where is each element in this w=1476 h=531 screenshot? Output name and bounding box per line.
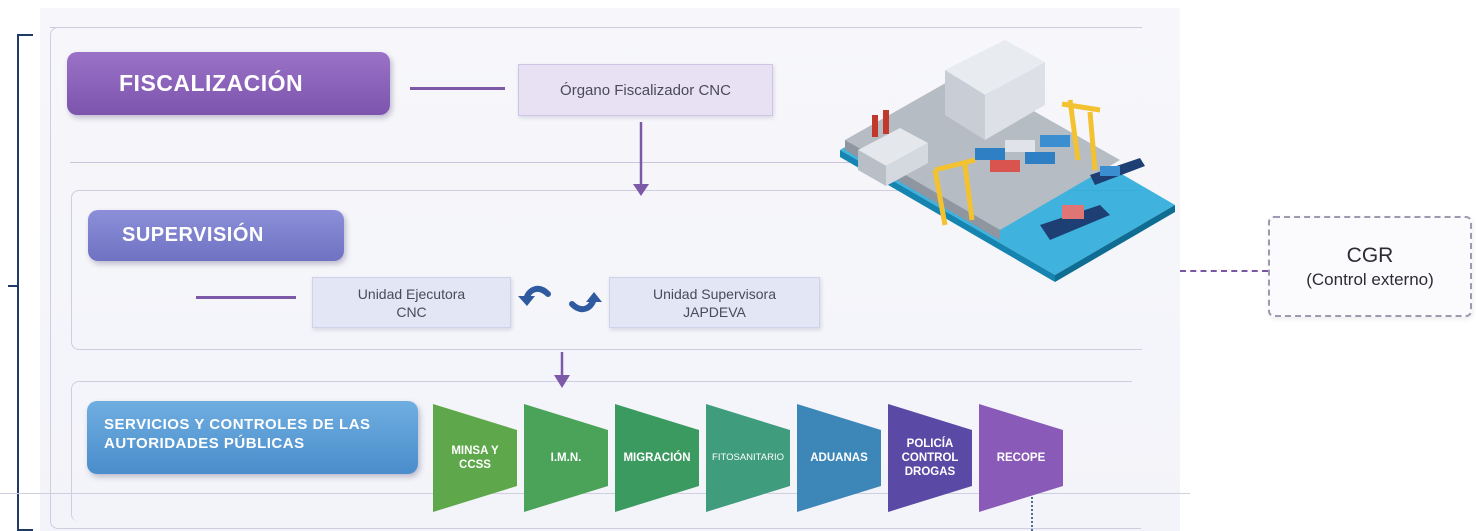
agency-chevron xyxy=(433,404,517,512)
unidad-supervisora-line1: Unidad Supervisora xyxy=(653,285,776,302)
arrow-fisc-to-sup xyxy=(633,122,649,196)
services-frame xyxy=(71,381,1132,522)
cgr-subtitle: (Control externo) xyxy=(1306,269,1434,289)
organo-fiscalizador-box: Órgano Fiscalizador CNC xyxy=(518,64,773,116)
unidad-ejecutora-box: Unidad Ejecutora CNC xyxy=(312,277,511,328)
unidad-supervisora-line2: JAPDEVA xyxy=(683,303,746,320)
agency-label-line: POLICÍA xyxy=(906,438,954,450)
agency-label: MIGRACIÓN xyxy=(615,430,699,486)
agency-chevrons xyxy=(433,404,1063,512)
outer-frame xyxy=(50,27,1141,529)
bottom-divider xyxy=(0,493,1190,494)
exchange-arrows-icon xyxy=(518,285,602,313)
supervision-title: SUPERVISIÓN xyxy=(122,224,264,246)
agency-label: ADUANAS xyxy=(797,430,881,486)
fiscalizacion-header: FISCALIZACIÓN xyxy=(67,52,390,115)
agency-label-line: ADUANAS xyxy=(810,452,868,464)
agency-chevron xyxy=(706,404,790,512)
services-title-line1: SERVICIOS Y CONTROLES DE LAS xyxy=(104,416,371,433)
agency-chevron xyxy=(797,404,881,512)
fiscalizacion-connector xyxy=(410,87,505,90)
agency-label-line: CCSS xyxy=(459,459,491,471)
agency-label-line: FITOSANITARIO xyxy=(712,452,784,463)
agency-label-line: I.M.N. xyxy=(550,452,582,464)
port-illustration-icon xyxy=(840,40,1175,282)
services-title-line2: AUTORIDADES PÚBLICAS xyxy=(104,435,305,452)
agency-label: I.M.N. xyxy=(524,430,608,486)
supervision-header: SUPERVISIÓN xyxy=(88,210,344,261)
fiscalizacion-title: FISCALIZACIÓN xyxy=(119,70,304,96)
supervision-frame xyxy=(71,190,1142,350)
agency-label: MINSA Y CCSS xyxy=(433,430,517,486)
services-header: SERVICIOS Y CONTROLES DE LAS AUTORIDADES… xyxy=(87,401,418,474)
left-bracket xyxy=(17,34,33,531)
left-bracket-tick xyxy=(8,285,18,287)
bottom-dotted-line xyxy=(1031,497,1033,531)
supervision-connector xyxy=(196,296,296,299)
agency-chevron xyxy=(615,404,699,512)
agency-label-line: CONTROL xyxy=(901,452,959,464)
unidad-ejecutora-line1: Unidad Ejecutora xyxy=(357,285,466,302)
cgr-dashed-connector xyxy=(1180,270,1268,272)
agency-label-line: RECOPE xyxy=(996,452,1046,464)
cgr-box: CGR (Control externo) xyxy=(1268,216,1472,317)
agency-chevron xyxy=(979,404,1063,512)
agency-chevron xyxy=(888,404,972,512)
agency-label-line: DROGAS xyxy=(904,466,956,478)
agency-label: RECOPE xyxy=(979,430,1063,486)
fisc-separator-line xyxy=(70,162,850,163)
unidad-supervisora-box: Unidad Supervisora JAPDEVA xyxy=(609,277,820,328)
organo-fiscalizador-label: Órgano Fiscalizador CNC xyxy=(560,81,731,99)
cgr-title: CGR xyxy=(1346,243,1394,267)
agency-label-line: MINSA Y xyxy=(451,445,499,457)
agency-chevron xyxy=(524,404,608,512)
unidad-ejecutora-line2: CNC xyxy=(396,303,427,320)
agency-label-line: MIGRACIÓN xyxy=(623,452,691,464)
agency-label: POLICÍA CONTROL DROGAS xyxy=(888,430,972,486)
agency-label: FITOSANITARIO xyxy=(706,430,790,486)
arrow-sup-to-services xyxy=(554,352,570,388)
